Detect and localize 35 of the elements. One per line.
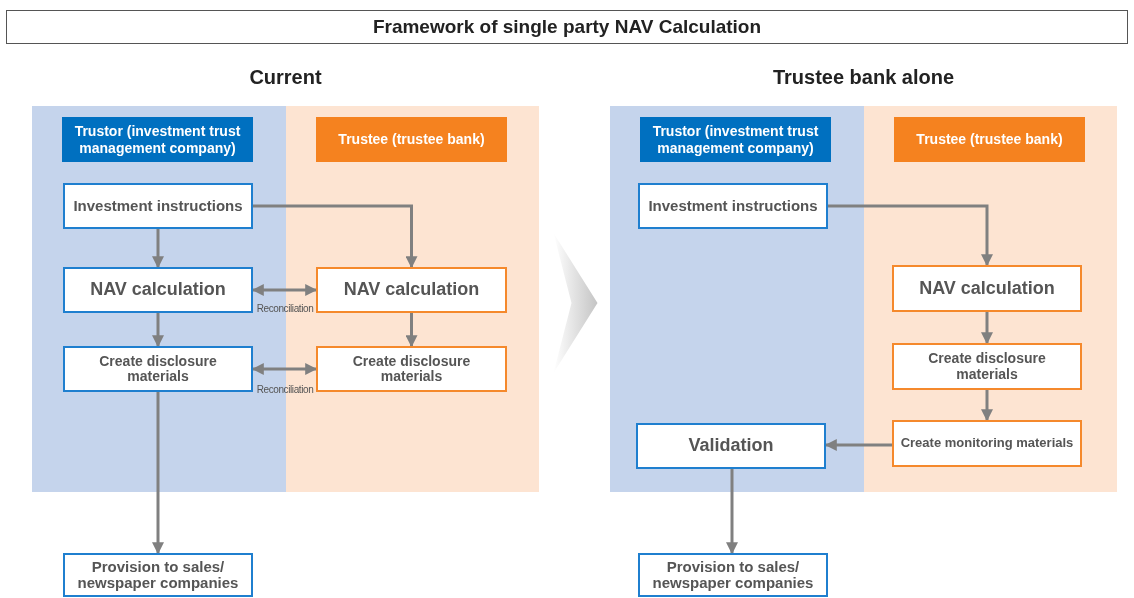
arrow <box>828 204 993 267</box>
lane-header: Trustee (trustee bank) <box>316 117 507 162</box>
process-box: Provision to sales/ newspaper companies <box>63 553 253 597</box>
arrow <box>824 439 892 451</box>
panel-heading: Current <box>248 66 323 89</box>
swimlane-band <box>864 106 1117 492</box>
process-box: Validation <box>636 423 826 469</box>
process-box: Create disclosure materials <box>63 346 253 392</box>
process-box: Create monitoring materials <box>892 420 1082 467</box>
panel-heading: Trustee bank alone <box>771 66 956 89</box>
process-box: Create disclosure materials <box>892 343 1082 390</box>
arrow <box>253 204 418 269</box>
process-box: Create disclosure materials <box>316 346 507 392</box>
lane-header: Trustor (investment trust management company) <box>62 117 253 162</box>
edge-label: Reconciliation <box>256 383 314 395</box>
arrow <box>251 363 318 375</box>
arrow <box>152 313 164 348</box>
diagram-title: Framework of single party NAV Calculation <box>6 10 1128 44</box>
arrow <box>152 392 164 555</box>
process-box: Investment instructions <box>638 183 828 229</box>
lane-header: Trustee (trustee bank) <box>894 117 1085 162</box>
arrow <box>981 390 993 422</box>
arrow <box>405 313 418 348</box>
process-box: NAV calculation <box>316 267 507 313</box>
lane-header: Trustor (investment trust management company) <box>640 117 831 162</box>
process-box: NAV calculation <box>892 265 1082 312</box>
process-box: NAV calculation <box>63 267 253 313</box>
swimlane-band <box>610 106 864 492</box>
process-box: Investment instructions <box>63 183 253 229</box>
process-box: Provision to sales/ newspaper companies <box>638 553 828 597</box>
arrow <box>981 312 993 345</box>
arrow <box>251 284 318 296</box>
arrow <box>726 469 738 555</box>
arrow <box>152 229 164 269</box>
edge-label: Reconciliation <box>256 302 314 314</box>
